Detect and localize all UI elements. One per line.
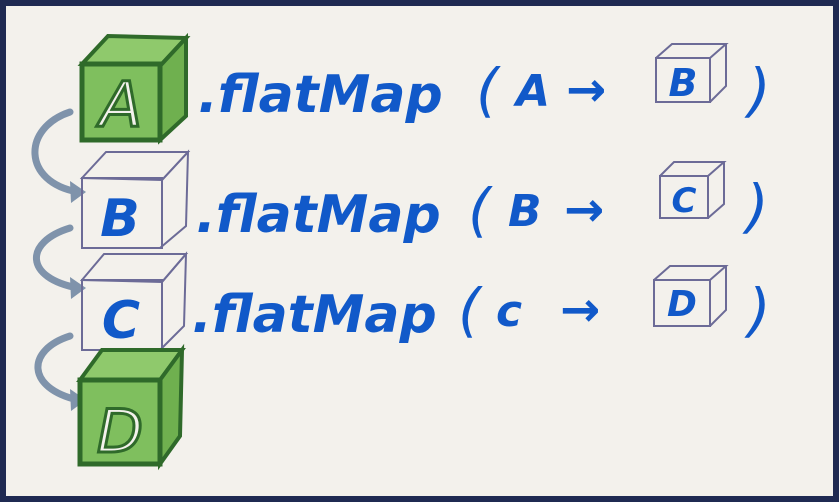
close-paren-2: ) <box>742 172 769 240</box>
box-b-side <box>159 149 190 249</box>
chain-arrows <box>31 108 82 404</box>
close-paren-3: ) <box>744 276 771 344</box>
close-paren-1: ) <box>744 56 771 124</box>
mini-box-d-side <box>709 266 727 327</box>
curved-arrow-a-to-b <box>31 108 82 196</box>
arrow-3: → <box>560 282 600 338</box>
from-letter-1: A <box>513 66 550 117</box>
arrow-1: → <box>566 62 606 118</box>
box-d-front <box>77 377 163 467</box>
box-b-front <box>81 177 163 249</box>
mini-box-c-top <box>659 161 727 177</box>
mini-box-d-front <box>653 279 711 327</box>
open-paren-2: ( <box>468 176 493 244</box>
flatmap-line-2: .flatMap ( B → C ) <box>196 161 769 245</box>
box-d: D <box>76 343 186 471</box>
box-d-label: D <box>97 397 143 467</box>
flatmap-line-3: .flatMap ( c → D ) <box>192 265 771 345</box>
mini-box-b-side <box>709 44 727 103</box>
open-paren-1: ( <box>476 56 501 124</box>
to-letter-2: C <box>672 181 697 221</box>
mini-box-b-top <box>655 43 729 59</box>
arrow-head-c <box>70 277 86 299</box>
flatmap-line-1: .flatMap ( A → B ) <box>198 43 771 125</box>
curved-arrow-b-to-c <box>33 224 82 292</box>
mini-box-c <box>659 161 727 219</box>
mini-box-b <box>655 43 729 103</box>
to-letter-3: D <box>667 284 697 325</box>
from-letter-2: B <box>508 186 542 237</box>
box-a: A <box>77 32 191 145</box>
method-text-3: .flatMap <box>192 285 437 345</box>
box-c-side <box>159 251 188 351</box>
box-b <box>79 149 191 249</box>
from-letter-3: c <box>496 286 522 337</box>
open-paren-3: ( <box>458 276 483 344</box>
box-a-label: A <box>96 68 142 141</box>
box-a-front <box>79 61 163 143</box>
curved-arrow-c-to-d <box>34 332 82 404</box>
arrow-head-b <box>70 181 86 203</box>
mini-box-c-side <box>707 162 725 219</box>
method-text-1: .flatMap <box>198 65 443 125</box>
arrow-2: → <box>564 182 604 238</box>
mini-box-b-front <box>655 57 711 103</box>
mini-box-d-top <box>653 265 729 281</box>
box-b-label: B <box>100 189 140 249</box>
mini-box-d <box>653 265 729 327</box>
box-c-label: C <box>102 291 140 351</box>
mini-box-c-front <box>659 175 709 219</box>
to-letter-1: B <box>669 61 698 105</box>
method-text-2: .flatMap <box>196 185 441 245</box>
